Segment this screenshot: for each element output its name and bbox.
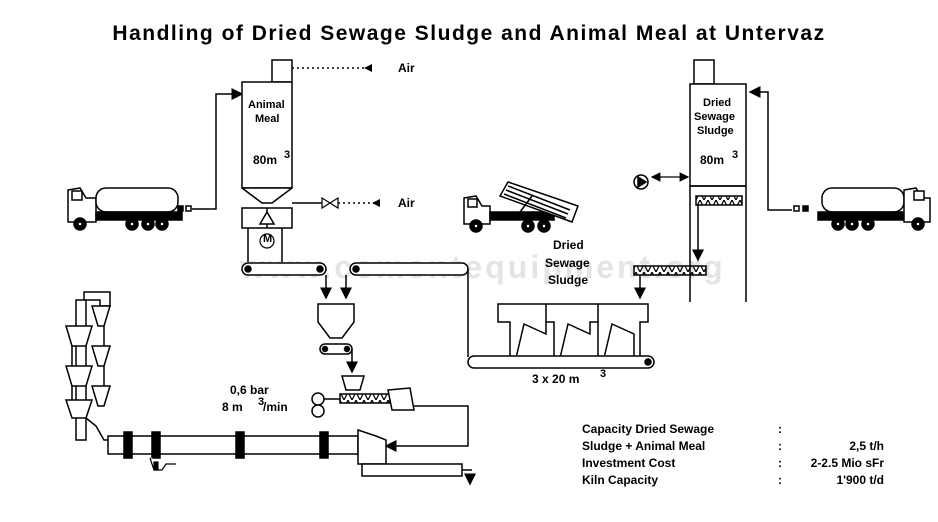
tipper-truck-icon <box>463 181 579 233</box>
belt-conveyor-bottom <box>467 355 655 369</box>
animal-meal-label-2: Meal <box>255 113 279 125</box>
hoppers-sup: 3 <box>600 368 606 380</box>
dss-silo-label-3: Sludge <box>697 125 734 137</box>
blower-icon <box>311 392 325 418</box>
motor-label: M <box>263 233 272 245</box>
dss-silo <box>689 59 747 302</box>
tanker-truck-right-icon <box>793 187 931 231</box>
dss-silo-label-2: Sewage <box>694 111 735 123</box>
dss-silo-volume-sup: 3 <box>732 149 738 161</box>
dss-truck-label-1: Dried <box>553 238 584 252</box>
stats-row: Kiln Capacity : 1'900 t/d <box>582 473 902 490</box>
flow-sup: 3 <box>258 396 264 408</box>
flow-label: 8 m <box>222 400 243 414</box>
dss-silo-volume: 80m <box>700 153 724 167</box>
receiving-hoppers <box>497 303 649 359</box>
screw-conveyor <box>633 265 707 276</box>
stats-key: Sludge + Animal Meal <box>582 439 706 453</box>
stats-key: Capacity Dried Sewage <box>582 422 715 436</box>
belt-conveyor-1 <box>241 262 327 276</box>
intermediate-hopper <box>317 303 355 355</box>
stats-row: Capacity Dried Sewage : <box>582 422 902 439</box>
diagram-title: Handling of Dried Sewage Sludge and Anim… <box>112 22 826 45</box>
dss-silo-label-1: Dried <box>703 97 731 109</box>
capacity-table: Capacity Dried Sewage : Sludge + Animal … <box>582 422 902 490</box>
flow-unit: /min <box>263 400 288 414</box>
fan-icon <box>633 174 649 190</box>
stats-colon: : <box>778 456 782 470</box>
stats-key: Kiln Capacity <box>582 473 659 487</box>
dss-truck-label-2: Sewage <box>545 256 590 270</box>
stats-colon: : <box>778 439 782 453</box>
dosing-hopper <box>339 375 415 411</box>
stats-row: Investment Cost : 2-2.5 Mio sFr <box>582 456 902 473</box>
tanker-truck-left-icon <box>67 187 192 231</box>
stats-value: 2-2.5 Mio sFr <box>810 456 884 470</box>
motor-icon <box>259 233 275 249</box>
dss-truck-label-3: Sludge <box>548 273 588 287</box>
animal-meal-silo <box>241 59 293 204</box>
animal-meal-volume-sup: 3 <box>284 149 290 161</box>
stats-value: 2,5 t/h <box>849 439 884 453</box>
belt-conveyor-2 <box>349 262 469 276</box>
animal-meal-label-1: Animal <box>248 99 285 111</box>
hoppers-label: 3 x 20 m <box>532 372 579 386</box>
animal-meal-volume: 80m <box>253 153 277 167</box>
air-label-mid: Air <box>398 196 415 210</box>
stats-key: Investment Cost <box>582 456 676 470</box>
preheater-tower <box>64 291 112 441</box>
stats-colon: : <box>778 473 782 487</box>
stats-value: 1'900 t/d <box>836 473 884 487</box>
pressure-label: 0,6 bar <box>230 383 269 397</box>
air-label-top: Air <box>398 61 415 75</box>
rotary-kiln <box>107 428 476 486</box>
rotary-feeder <box>241 207 293 262</box>
stats-colon: : <box>778 422 782 436</box>
stats-row: Sludge + Animal Meal : 2,5 t/h <box>582 439 902 456</box>
kiln-base-icon <box>149 457 176 471</box>
